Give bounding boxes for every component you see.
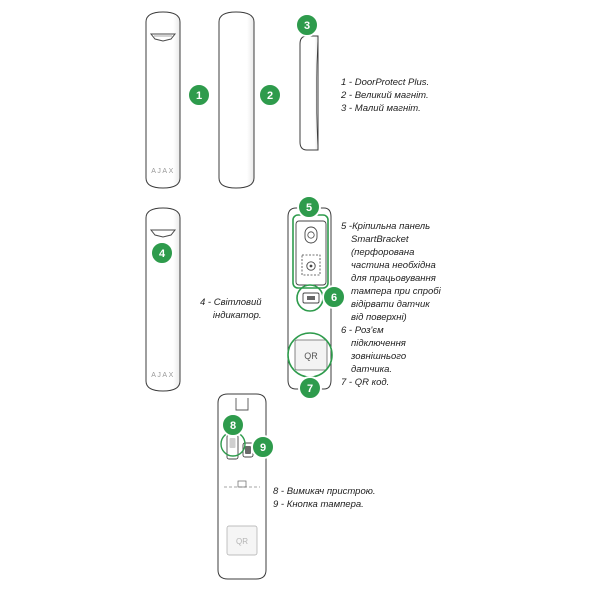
svg-text:1: 1 bbox=[196, 90, 202, 102]
caption-line: відірвати датчик bbox=[351, 299, 430, 310]
detector-front-view: AJAX bbox=[145, 11, 181, 189]
svg-text:9: 9 bbox=[260, 442, 266, 454]
caption-line: 7 - QR код. bbox=[341, 377, 390, 388]
caption-line: 2 - Великий магніт. bbox=[341, 90, 429, 101]
small-magnet bbox=[299, 35, 319, 151]
caption-line: тампера при спробі bbox=[351, 286, 441, 297]
caption-group-4: 8 - Вимикач пристрою. 9 - Кнопка тампера… bbox=[273, 485, 376, 511]
badge-5: 5 bbox=[297, 195, 321, 219]
svg-text:8: 8 bbox=[230, 420, 236, 432]
caption-line: від поверхні) bbox=[351, 312, 407, 323]
badge-3: 3 bbox=[295, 13, 319, 37]
svg-text:7: 7 bbox=[307, 383, 313, 395]
caption-group-2: 4 - Світловий індикатор. bbox=[200, 296, 262, 322]
svg-text:4: 4 bbox=[159, 248, 166, 260]
caption-line: SmartBracket bbox=[351, 234, 409, 245]
badge-9: 9 bbox=[251, 435, 275, 459]
caption-line: зовнішнього bbox=[351, 351, 407, 362]
svg-text:QR: QR bbox=[236, 537, 248, 546]
caption-line: (перфорована bbox=[351, 247, 415, 258]
badge-4: 4 bbox=[150, 241, 174, 265]
svg-text:5: 5 bbox=[306, 202, 312, 214]
svg-text:6: 6 bbox=[331, 292, 337, 304]
badge-7: 7 bbox=[298, 376, 322, 400]
caption-line: частина необхідна bbox=[351, 260, 436, 271]
qr-code-area bbox=[294, 339, 328, 371]
caption-line: 9 - Кнопка тампера. bbox=[273, 499, 364, 510]
svg-text:3: 3 bbox=[304, 20, 310, 32]
caption-line: 1 - DoorProtect Plus. bbox=[341, 77, 430, 88]
caption-line: датчика. bbox=[351, 364, 393, 375]
caption-line: 3 - Малий магніт. bbox=[341, 103, 421, 114]
device-logo: AJAX bbox=[151, 372, 175, 379]
badge-6: 6 bbox=[322, 285, 346, 309]
caption-line: 8 - Вимикач пристрою. bbox=[273, 486, 376, 497]
badge-1: 1 bbox=[187, 83, 211, 107]
svg-text:QR: QR bbox=[304, 351, 318, 361]
caption-group-3: 5 -Кріпильна панель SmartBracket (перфор… bbox=[341, 220, 441, 389]
badge-8: 8 bbox=[221, 413, 245, 437]
caption-line: для працьовування bbox=[351, 273, 436, 284]
big-magnet bbox=[218, 11, 255, 189]
smartbracket-back-view: QR bbox=[287, 207, 332, 390]
device-logo: AJAX bbox=[151, 168, 175, 175]
caption-line: індикатор. bbox=[212, 310, 262, 321]
caption-line: 6 - Роз'єм bbox=[341, 325, 384, 336]
svg-text:2: 2 bbox=[267, 90, 273, 102]
detector-led-view: AJAX bbox=[145, 207, 181, 392]
caption-line: підключення bbox=[351, 338, 406, 349]
caption-line: 5 -Кріпильна панель bbox=[341, 221, 431, 232]
caption-group-1: 1 - DoorProtect Plus. 2 - Великий магніт… bbox=[341, 76, 429, 115]
badge-2: 2 bbox=[258, 83, 282, 107]
caption-line: 4 - Світловий bbox=[200, 297, 262, 308]
